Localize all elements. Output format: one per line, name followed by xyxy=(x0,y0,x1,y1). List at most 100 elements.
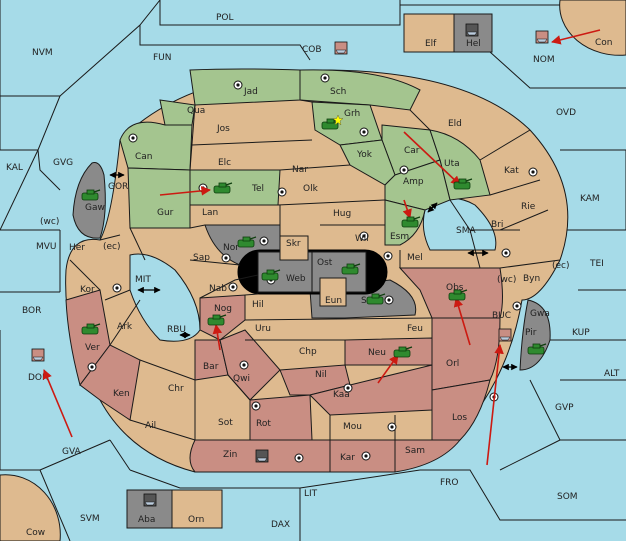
land-label: Zin xyxy=(223,450,237,460)
land-label: Grh xyxy=(344,109,360,119)
territory-sam[interactable] xyxy=(394,439,462,473)
sea-label: MIT xyxy=(135,275,151,285)
army-unit-icon[interactable] xyxy=(81,323,101,335)
land-label: Hel xyxy=(466,39,481,49)
land-label: Qua xyxy=(187,106,205,116)
sea-label: DAX xyxy=(271,520,290,530)
sea-label: SVM xyxy=(80,514,100,524)
territory-rot[interactable] xyxy=(249,394,313,441)
army-unit-icon[interactable] xyxy=(401,216,421,228)
army-unit-icon[interactable] xyxy=(453,178,473,190)
army-unit-icon[interactable] xyxy=(261,269,281,281)
land-label: Nar xyxy=(292,165,308,175)
land-label: Nog xyxy=(214,304,232,314)
land-label: Esm xyxy=(390,232,409,242)
sea-label: NOM xyxy=(533,55,555,65)
territory-nog[interactable] xyxy=(199,294,246,341)
territory-neu[interactable] xyxy=(344,337,433,366)
sea-label: (wc) xyxy=(40,217,59,227)
land-label: Ver xyxy=(85,343,100,353)
land-label: Sch xyxy=(330,87,346,97)
territory-skr[interactable] xyxy=(279,235,309,261)
army-unit-icon[interactable] xyxy=(393,346,413,358)
sea-label: SMA xyxy=(456,226,476,236)
territory-uta[interactable] xyxy=(429,129,491,201)
sea-label: RBU xyxy=(167,325,186,335)
sea-label: GVG xyxy=(53,158,73,168)
army-unit-icon[interactable] xyxy=(341,263,361,275)
territory-can[interactable] xyxy=(119,121,193,171)
territory-gur[interactable] xyxy=(127,167,191,229)
land-label: Jos xyxy=(216,124,230,134)
land-label: Kat xyxy=(504,166,519,176)
fleet-unit-icon[interactable] xyxy=(498,328,512,342)
land-label: Chr xyxy=(168,384,184,394)
sea-label: FRO xyxy=(440,478,459,488)
fleet-unit-icon[interactable] xyxy=(535,30,549,44)
land-label: Sap xyxy=(193,253,210,263)
land-label: Olk xyxy=(303,184,319,194)
land-label: Uta xyxy=(444,159,460,169)
land-label: Nab xyxy=(209,284,227,294)
sea-label: TEI xyxy=(589,259,604,269)
land-label: Uru xyxy=(255,324,271,334)
land-label: Bri xyxy=(491,220,503,230)
land-label: Chp xyxy=(299,347,317,357)
territory-eun[interactable] xyxy=(319,277,347,307)
sea-label: FUN xyxy=(153,53,172,63)
land-label: Elc xyxy=(218,158,231,168)
fleet-unit-icon[interactable] xyxy=(255,449,269,463)
sea-label: ALT xyxy=(604,369,620,379)
army-unit-icon[interactable] xyxy=(448,289,468,301)
land-label: Nor xyxy=(223,243,239,253)
land-label: Gur xyxy=(157,208,174,218)
sea-label: LIT xyxy=(304,489,318,499)
army-unit-icon[interactable] xyxy=(366,293,386,305)
units[interactable] xyxy=(31,23,549,507)
fleet-unit-icon[interactable] xyxy=(143,493,157,507)
army-unit-icon[interactable] xyxy=(527,343,547,355)
land-label: Orl xyxy=(446,359,459,369)
star-icon xyxy=(332,114,344,126)
sea-label: GOR xyxy=(108,182,128,192)
land-label: Amp xyxy=(403,177,424,187)
sea-label: COB xyxy=(302,45,322,55)
territory-con[interactable] xyxy=(559,0,626,56)
fleet-unit-icon[interactable] xyxy=(465,23,479,37)
land-label: Mou xyxy=(343,422,362,432)
sea-label: OVD xyxy=(556,108,576,118)
fleet-unit-icon[interactable] xyxy=(334,41,348,55)
army-unit-icon[interactable] xyxy=(81,189,101,201)
fleet-unit-icon[interactable] xyxy=(31,348,45,362)
sea-label: POL xyxy=(216,13,234,23)
sea-label: BUC xyxy=(492,311,511,321)
sea-label: Con xyxy=(595,38,613,48)
territory-orn[interactable] xyxy=(171,489,223,529)
army-unit-icon[interactable] xyxy=(207,314,227,326)
land-label: Sot xyxy=(218,418,233,428)
supply-centers xyxy=(87,73,538,463)
sea-label: KAL xyxy=(6,163,23,173)
land-label: Elf xyxy=(425,39,437,49)
land-label: Hil xyxy=(252,300,264,310)
army-unit-icon[interactable] xyxy=(213,182,233,194)
land-labels: Elf Hel Jad Sch Qua Grh Jos Eld Can Car … xyxy=(69,39,550,525)
land-label: Ark xyxy=(117,322,133,332)
sea-label: (wc) xyxy=(497,275,516,285)
land-label: Lan xyxy=(202,208,218,218)
land-label: Aba xyxy=(138,515,155,525)
land-label: Gwa xyxy=(530,309,550,319)
territory-ken[interactable] xyxy=(79,344,141,421)
army-unit-icon[interactable] xyxy=(237,236,257,248)
land-label: Sam xyxy=(405,446,425,456)
land-label: Pir xyxy=(525,328,537,338)
sea-label: NVM xyxy=(32,48,53,58)
land-label: Eld xyxy=(448,119,462,129)
land-label: Can xyxy=(135,152,153,162)
territory-cow[interactable] xyxy=(0,474,61,541)
land-label: Web xyxy=(286,274,306,284)
land-label: Ken xyxy=(113,389,130,399)
land-label: Orn xyxy=(188,515,204,525)
land-label: Eun xyxy=(325,296,342,306)
